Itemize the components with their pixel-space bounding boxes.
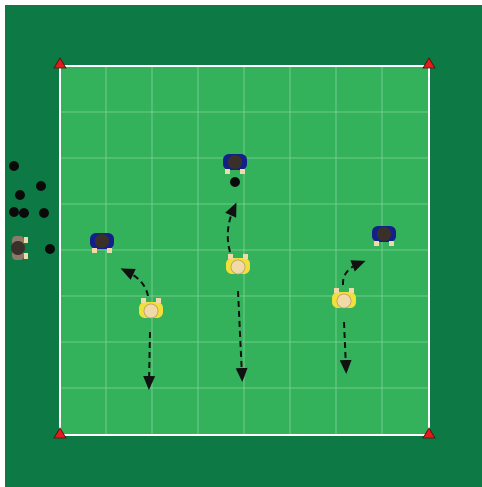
ball-icon [230, 177, 240, 187]
ball-icon [45, 244, 55, 254]
ball-icon [9, 161, 19, 171]
ball-icon [39, 208, 49, 218]
field [60, 66, 429, 435]
ball-icon [9, 207, 19, 217]
ball-icon [15, 190, 25, 200]
ball-icon [36, 181, 46, 191]
playing-area [60, 66, 429, 435]
ball-icon [19, 208, 29, 218]
